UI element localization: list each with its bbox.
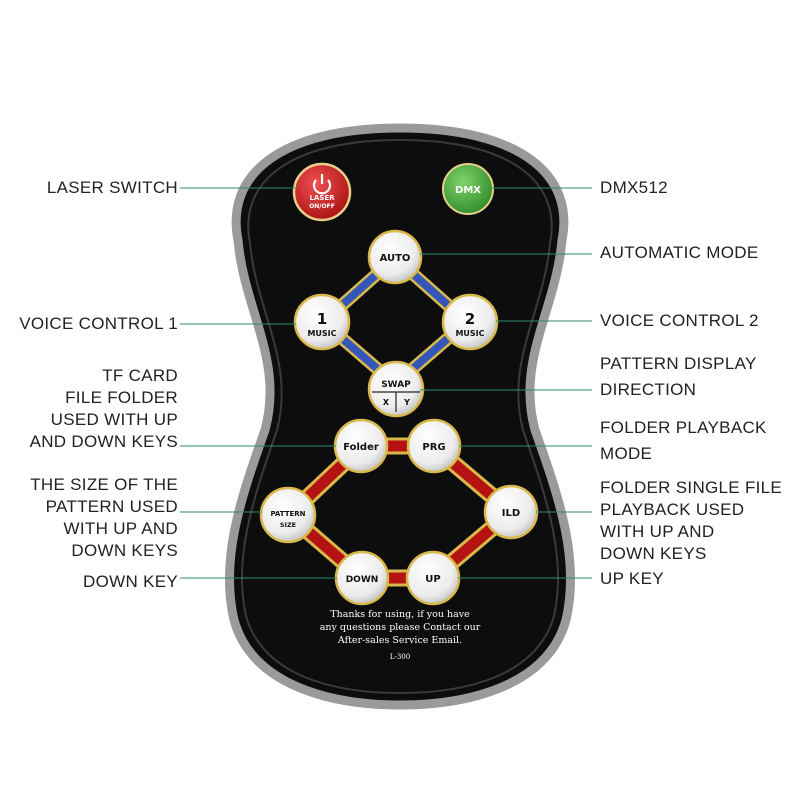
dmx-button[interactable]: DMX: [442, 163, 494, 215]
music-2-word: MUSIC: [455, 329, 484, 338]
label-voice-control-2: VOICE CONTROL 2: [600, 311, 759, 330]
pattern-label: PATTERN: [270, 510, 305, 518]
swap-button[interactable]: SWAP X Y: [367, 360, 425, 418]
power-icon: [312, 174, 332, 195]
auto-label: AUTO: [380, 253, 411, 264]
music-2-button[interactable]: 2 MUSIC: [441, 293, 499, 351]
laser-power-button[interactable]: LASER ON/OFF: [292, 162, 352, 222]
music-1-word: MUSIC: [307, 329, 336, 338]
folder-label: Folder: [343, 442, 379, 453]
label-dmx512: DMX512: [600, 178, 668, 197]
label-folder-playback-mode: FOLDER PLAYBACK MODE: [600, 418, 767, 463]
power-label-line1: LASER: [309, 194, 335, 202]
footer-line-2: any questions please Contact our: [320, 622, 481, 633]
up-label: UP: [425, 574, 440, 585]
remote-inner-rim: [240, 138, 560, 695]
power-label-line2: ON/OFF: [309, 203, 335, 210]
label-voice-control-1: VOICE CONTROL 1: [19, 314, 178, 333]
footer-line-3: After-sales Service Email.: [337, 635, 462, 646]
folder-button[interactable]: Folder: [333, 418, 389, 474]
swap-x-label: X: [383, 398, 390, 407]
size-label: SIZE: [280, 521, 296, 529]
label-down-key: DOWN KEY: [83, 572, 178, 591]
label-laser-switch: LASER SWITCH: [46, 178, 178, 197]
music-1-button[interactable]: 1 MUSIC: [293, 293, 351, 351]
down-label: DOWN: [346, 575, 379, 585]
auto-button[interactable]: AUTO: [367, 229, 423, 285]
label-up-key: UP KEY: [600, 569, 664, 588]
music-1-number: 1: [317, 310, 327, 328]
footer-line-1: Thanks for using, if you have: [330, 609, 470, 620]
dmx-label: DMX: [455, 185, 481, 196]
ild-button[interactable]: ILD: [483, 484, 539, 540]
footer-text: Thanks for using, if you have any questi…: [320, 609, 481, 661]
down-button[interactable]: DOWN: [334, 550, 390, 606]
label-pattern-size: THE SIZE OF THE PATTERN USED WITH UP AND…: [30, 475, 178, 560]
swap-y-label: Y: [403, 398, 410, 407]
ild-label: ILD: [502, 508, 520, 519]
up-button[interactable]: UP: [405, 550, 461, 606]
model-label: L-300: [390, 653, 410, 661]
swap-label: SWAP: [381, 380, 411, 390]
label-automatic-mode: AUTOMATIC MODE: [600, 243, 759, 262]
label-folder-single-file: FOLDER SINGLE FILE PLAYBACK USED WITH UP…: [600, 478, 783, 563]
prg-label: PRG: [422, 442, 445, 453]
leader-lines: [180, 187, 592, 579]
label-pattern-display-direction: PATTERN DISPLAY DIRECTION: [600, 354, 757, 399]
music-2-number: 2: [465, 310, 475, 328]
prg-button[interactable]: PRG: [406, 418, 462, 474]
label-tf-card: TF CARD FILE FOLDER USED WITH UP AND DOW…: [29, 366, 178, 451]
pattern-size-button[interactable]: PATTERN SIZE: [259, 486, 317, 544]
